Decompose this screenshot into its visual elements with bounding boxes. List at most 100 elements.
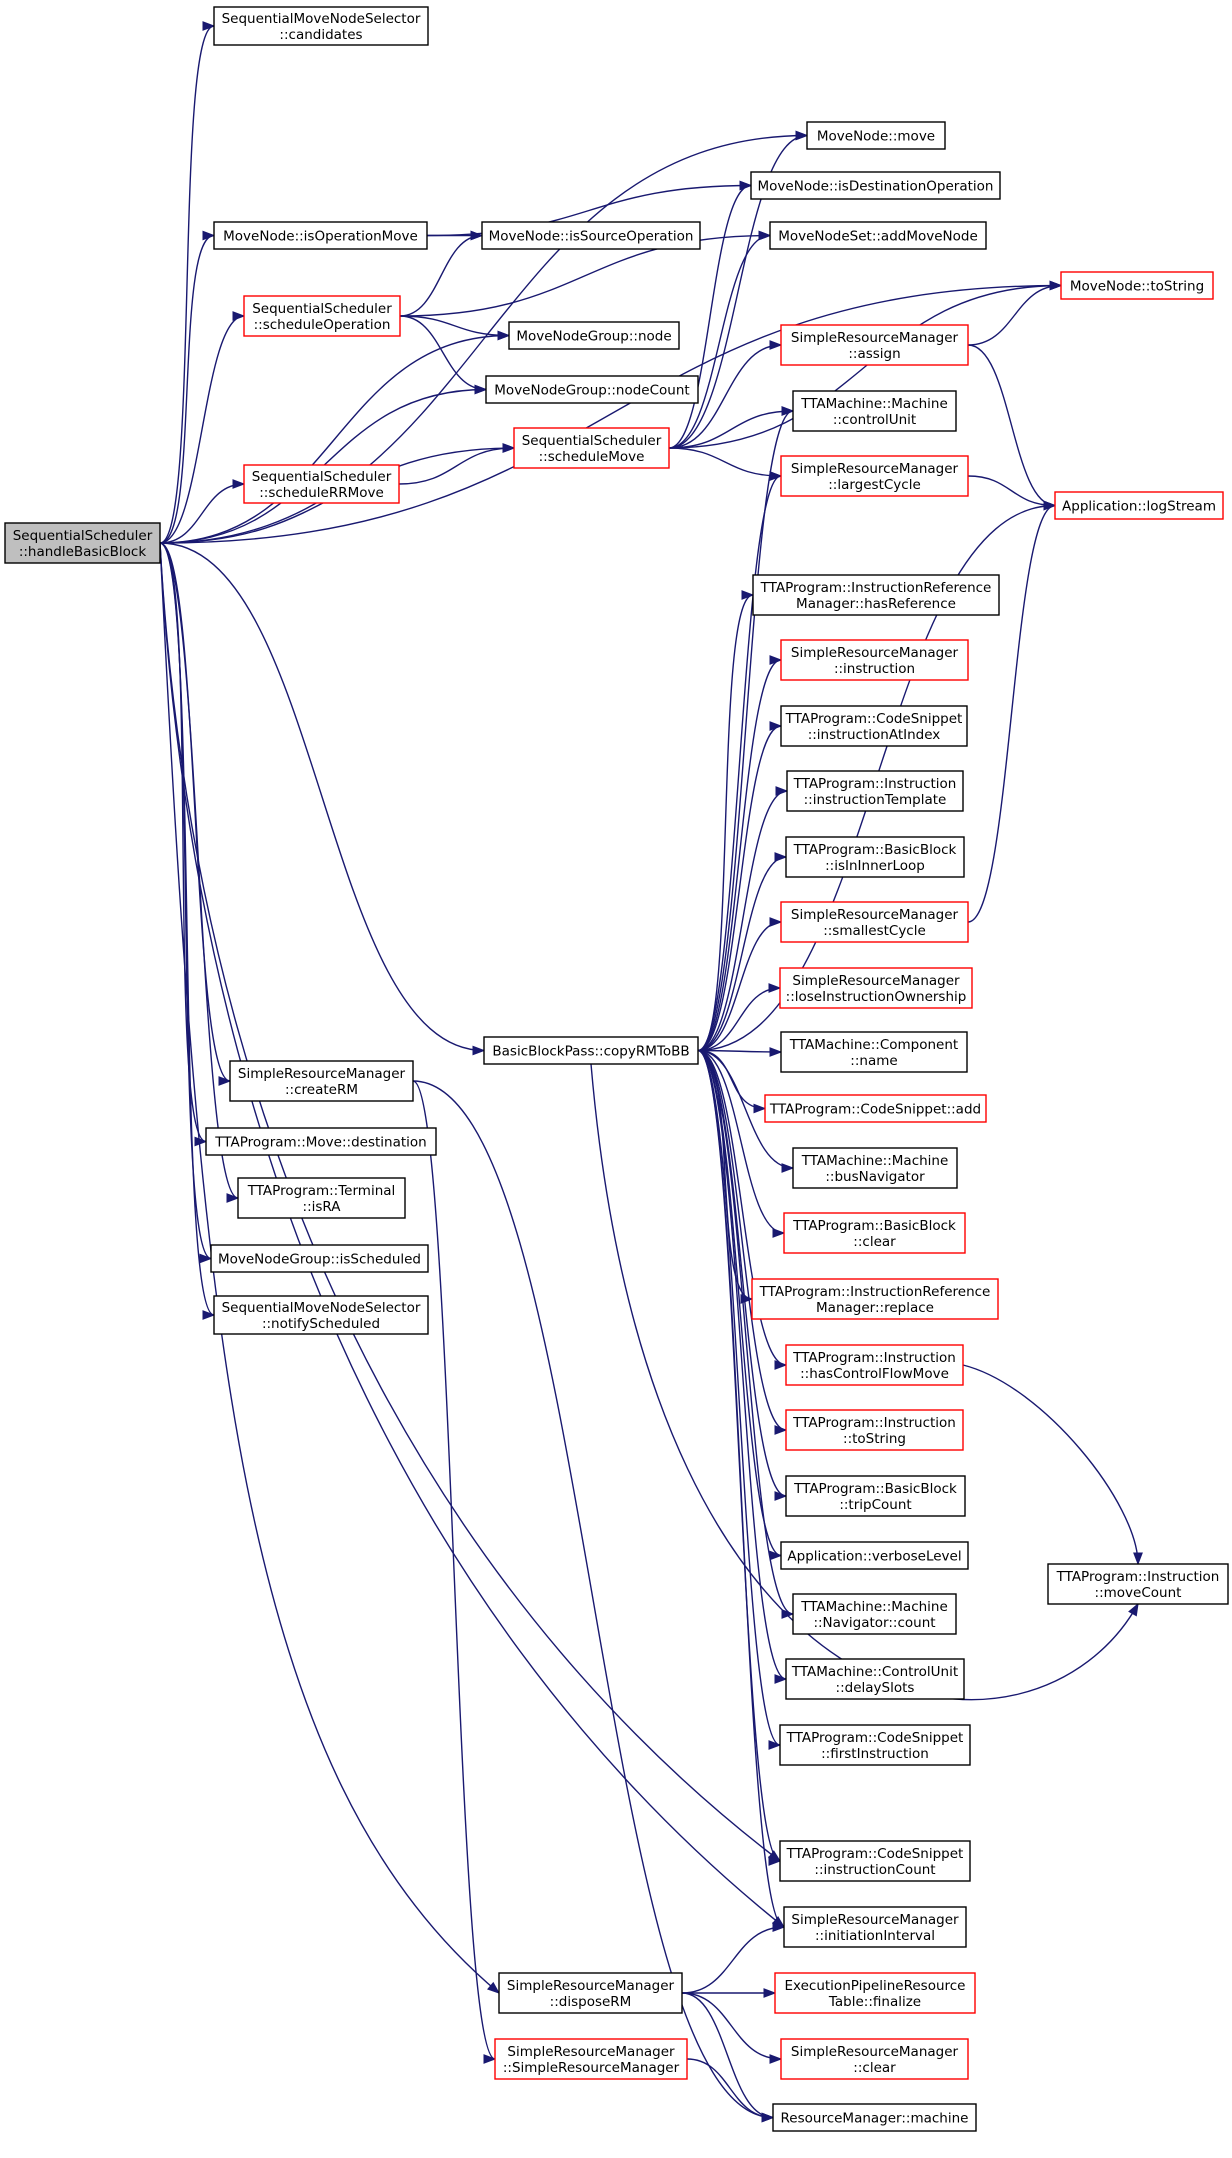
node-nodeCount[interactable]: MoveNodeGroup::nodeCount	[485, 375, 699, 404]
node-instrToString[interactable]: TTAProgram::Instruction::toString	[785, 1409, 964, 1451]
node-box[interactable]	[4, 522, 161, 564]
node-delaySlots[interactable]: TTAMachine::ControlUnit::delaySlots	[785, 1658, 965, 1700]
node-isSourceOperation[interactable]: MoveNode::isSourceOperation	[481, 221, 701, 250]
node-moveCount[interactable]: TTAProgram::Instruction::moveCount	[1047, 1563, 1229, 1605]
node-box[interactable]	[780, 2038, 969, 2080]
node-scheduleRRMove[interactable]: SequentialScheduler::scheduleRRMove	[243, 464, 400, 504]
node-isDestinationOperation[interactable]: MoveNode::isDestinationOperation	[750, 171, 1001, 200]
node-scheduleMove[interactable]: SequentialScheduler::scheduleMove	[513, 427, 670, 469]
node-isRA[interactable]: TTAProgram::Terminal::isRA	[237, 1177, 406, 1219]
node-scheduleOperation[interactable]: SequentialScheduler::scheduleOperation	[243, 295, 401, 337]
node-isScheduled[interactable]: MoveNodeGroup::isScheduled	[210, 1244, 429, 1273]
node-disposeRM[interactable]: SimpleResourceManager::disposeRM	[498, 1972, 683, 2014]
node-instruction[interactable]: SimpleResourceManager::instruction	[780, 639, 969, 681]
node-createRM[interactable]: SimpleResourceManager::createRM	[229, 1060, 414, 1102]
node-box[interactable]	[494, 2038, 688, 2080]
node-busNavigator[interactable]: TTAMachine::Machine::busNavigator	[792, 1147, 958, 1189]
node-box[interactable]	[780, 455, 969, 497]
node-assign[interactable]: SimpleResourceManager::assign	[780, 324, 969, 366]
node-box[interactable]	[780, 1031, 968, 1073]
node-notifyScheduled[interactable]: SequentialMoveNodeSelector::notifySchedu…	[213, 1295, 429, 1335]
node-box[interactable]	[780, 1541, 969, 1570]
node-addMoveNode[interactable]: MoveNodeSet::addMoveNode	[769, 221, 987, 250]
node-verboseLevel[interactable]: Application::verboseLevel	[780, 1541, 969, 1570]
node-initiationInterval[interactable]: SimpleResourceManager::initiationInterva…	[783, 1906, 967, 1948]
node-box[interactable]	[779, 1724, 971, 1766]
node-box[interactable]	[779, 1840, 971, 1882]
node-componentName[interactable]: TTAMachine::Component::name	[780, 1031, 968, 1073]
node-bbClear[interactable]: TTAProgram::BasicBlock::clear	[783, 1212, 966, 1254]
node-node[interactable]: MoveNodeGroup::node	[508, 321, 680, 350]
node-box[interactable]	[772, 2103, 977, 2132]
node-box[interactable]	[785, 836, 965, 878]
node-box[interactable]	[498, 1972, 683, 2014]
node-box[interactable]	[764, 1094, 987, 1123]
node-box[interactable]	[508, 321, 680, 350]
node-box[interactable]	[213, 1295, 429, 1335]
node-box[interactable]	[229, 1060, 414, 1102]
node-instructionAtIndex[interactable]: TTAProgram::CodeSnippet::instructionAtIn…	[780, 705, 968, 747]
node-replace[interactable]: TTAProgram::InstructionReferenceManager:…	[751, 1278, 999, 1320]
node-box[interactable]	[786, 770, 964, 812]
node-box[interactable]	[769, 221, 987, 250]
node-box[interactable]	[783, 1906, 967, 1948]
node-toString[interactable]: MoveNode::toString	[1060, 271, 1214, 300]
node-box[interactable]	[210, 1244, 429, 1273]
node-isInInnerLoop[interactable]: TTAProgram::BasicBlock::isInInnerLoop	[785, 836, 965, 878]
node-destination[interactable]: TTAProgram::Move::destination	[205, 1127, 437, 1156]
node-box[interactable]	[785, 1344, 964, 1386]
node-box[interactable]	[780, 324, 969, 366]
node-box[interactable]	[779, 967, 973, 1009]
node-isOperationMove[interactable]: MoveNode::isOperationMove	[213, 221, 428, 250]
node-codeSnippetAdd[interactable]: TTAProgram::CodeSnippet::add	[764, 1094, 987, 1123]
node-box[interactable]	[213, 6, 429, 46]
node-box[interactable]	[806, 121, 946, 150]
node-hasReference[interactable]: TTAProgram::InstructionReferenceManager:…	[752, 574, 1000, 616]
node-box[interactable]	[785, 1658, 965, 1700]
node-box[interactable]	[750, 171, 1001, 200]
node-box[interactable]	[774, 1972, 976, 2014]
node-box[interactable]	[780, 901, 969, 943]
node-box[interactable]	[792, 390, 957, 432]
node-box[interactable]	[237, 1177, 406, 1219]
node-logStream[interactable]: Application::logStream	[1054, 491, 1224, 520]
node-box[interactable]	[243, 464, 400, 504]
node-handleBasicBlock[interactable]: SequentialScheduler::handleBasicBlock	[4, 522, 161, 564]
node-srmClear[interactable]: SimpleResourceManager::clear	[780, 2038, 969, 2080]
node-box[interactable]	[1054, 491, 1224, 520]
node-instructionTemplate[interactable]: TTAProgram::Instruction::instructionTemp…	[786, 770, 964, 812]
node-hasControlFlowMove[interactable]: TTAProgram::Instruction::hasControlFlowM…	[785, 1344, 964, 1386]
node-loseInstructionOwnership[interactable]: SimpleResourceManager::loseInstructionOw…	[779, 967, 973, 1009]
node-instructionCount[interactable]: TTAProgram::CodeSnippet::instructionCoun…	[779, 1840, 971, 1882]
node-box[interactable]	[205, 1127, 437, 1156]
node-box[interactable]	[481, 221, 701, 250]
node-candidates[interactable]: SequentialMoveNodeSelector::candidates	[213, 6, 429, 46]
node-box[interactable]	[213, 221, 428, 250]
node-smallestCycle[interactable]: SimpleResourceManager::smallestCycle	[780, 901, 969, 943]
node-box[interactable]	[483, 1036, 699, 1065]
node-box[interactable]	[243, 295, 401, 337]
node-box[interactable]	[780, 705, 968, 747]
node-box[interactable]	[751, 1278, 999, 1320]
node-largestCycle[interactable]: SimpleResourceManager::largestCycle	[780, 455, 969, 497]
node-box[interactable]	[485, 375, 699, 404]
node-box[interactable]	[785, 1475, 966, 1517]
node-box[interactable]	[752, 574, 1000, 616]
node-move[interactable]: MoveNode::move	[806, 121, 946, 150]
node-box[interactable]	[792, 1147, 958, 1189]
node-box[interactable]	[1060, 271, 1214, 300]
node-box[interactable]	[1047, 1563, 1229, 1605]
node-firstInstruction[interactable]: TTAProgram::CodeSnippet::firstInstructio…	[779, 1724, 971, 1766]
node-tripCount[interactable]: TTAProgram::BasicBlock::tripCount	[785, 1475, 966, 1517]
node-box[interactable]	[780, 639, 969, 681]
node-controlUnit[interactable]: TTAMachine::Machine::controlUnit	[792, 390, 957, 432]
node-box[interactable]	[513, 427, 670, 469]
node-copyRMToBB[interactable]: BasicBlockPass::copyRMToBB	[483, 1036, 699, 1065]
node-machine[interactable]: ResourceManager::machine	[772, 2103, 977, 2132]
node-srmCtor[interactable]: SimpleResourceManager::SimpleResourceMan…	[494, 2038, 688, 2080]
node-box[interactable]	[792, 1593, 957, 1635]
node-box[interactable]	[783, 1212, 966, 1254]
node-box[interactable]	[785, 1409, 964, 1451]
node-navigatorCount[interactable]: TTAMachine::Machine::Navigator::count	[792, 1593, 957, 1635]
